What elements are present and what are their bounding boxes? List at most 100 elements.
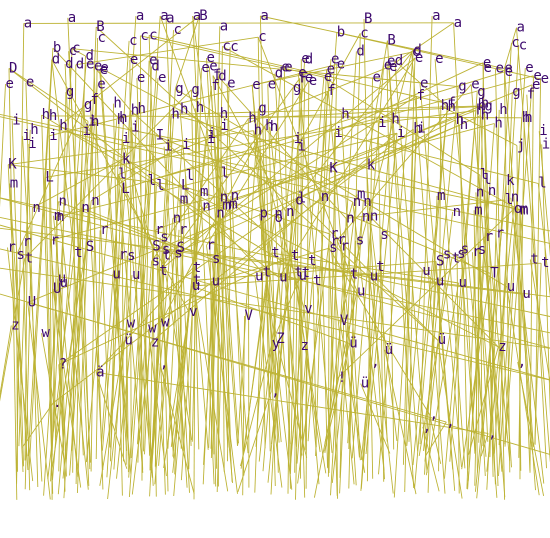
letter-glyph: c bbox=[140, 28, 148, 44]
letter-glyph: m bbox=[520, 201, 528, 217]
letter-glyph: F bbox=[300, 70, 308, 86]
letter-glyph: m bbox=[357, 186, 365, 202]
letter-glyph: i bbox=[182, 137, 190, 153]
letter-glyph: h bbox=[494, 116, 502, 132]
letter-glyph: m bbox=[520, 202, 528, 218]
letter-glyph: d bbox=[413, 42, 421, 58]
letter-glyph: n bbox=[56, 209, 64, 225]
connection-line bbox=[275, 338, 308, 458]
connection-line bbox=[257, 37, 266, 449]
connection-line bbox=[9, 183, 29, 471]
letter-glyph: u bbox=[112, 266, 120, 282]
connection-line bbox=[210, 197, 221, 449]
connection-line bbox=[47, 253, 75, 480]
connection-line bbox=[461, 273, 491, 470]
letter-glyph: s bbox=[212, 251, 220, 267]
letter-glyph: d bbox=[395, 53, 403, 69]
letter-glyph: i bbox=[397, 125, 405, 141]
letter-glyph: i bbox=[122, 131, 130, 147]
letter-glyph: e bbox=[97, 77, 105, 93]
connection-line bbox=[59, 283, 67, 477]
connection-line bbox=[72, 48, 459, 88]
letter-glyph: , bbox=[423, 419, 431, 435]
connection-line bbox=[0, 293, 550, 455]
letter-glyph: g bbox=[66, 84, 74, 100]
connection-line bbox=[337, 84, 472, 241]
letter-glyph: s bbox=[162, 242, 170, 258]
connection-line bbox=[22, 242, 31, 491]
connection-line bbox=[27, 302, 51, 500]
connection-line bbox=[58, 125, 499, 348]
connection-line bbox=[41, 114, 54, 494]
connection-line bbox=[0, 113, 550, 232]
letter-glyph: e bbox=[284, 60, 292, 76]
connection-line bbox=[143, 66, 152, 452]
letter-glyph: k bbox=[367, 158, 376, 174]
letter-glyph: m bbox=[222, 198, 230, 214]
connection-line bbox=[315, 91, 328, 457]
letter-glyph: T bbox=[490, 265, 499, 281]
connection-line bbox=[295, 77, 306, 500]
connection-line bbox=[95, 230, 101, 460]
letter-glyph: e bbox=[301, 51, 309, 67]
letter-glyph: V bbox=[245, 308, 254, 324]
connection-line bbox=[174, 15, 200, 90]
connection-line bbox=[510, 197, 545, 484]
connection-line bbox=[435, 261, 456, 491]
connection-line bbox=[8, 130, 254, 166]
letter-glyph: e bbox=[94, 58, 102, 74]
letter-glyph: c bbox=[98, 30, 106, 46]
connection-line bbox=[80, 207, 91, 470]
connection-line bbox=[414, 106, 448, 490]
letter-glyph: f bbox=[213, 68, 221, 84]
letter-glyph: l bbox=[538, 176, 546, 192]
connection-line bbox=[378, 110, 477, 124]
connection-line bbox=[440, 105, 518, 146]
letter-glyph: n bbox=[286, 204, 294, 220]
letter-glyph: w bbox=[148, 321, 157, 337]
letter-glyph: e bbox=[305, 70, 313, 86]
letter-glyph: e bbox=[389, 59, 397, 75]
connection-line bbox=[151, 246, 157, 497]
letter-glyph: a bbox=[432, 8, 440, 24]
letter-glyph: t bbox=[25, 250, 33, 266]
letter-glyph: h bbox=[220, 106, 228, 122]
letter-glyph: , bbox=[271, 384, 279, 400]
letter-glyph: g bbox=[477, 84, 485, 100]
connection-line bbox=[211, 259, 234, 484]
connection-line bbox=[126, 323, 129, 473]
letter-glyph: a bbox=[160, 8, 168, 24]
letter-glyph: n bbox=[353, 194, 361, 210]
connection-line bbox=[8, 68, 89, 122]
letter-glyph: d bbox=[86, 48, 94, 64]
letter-glyph: e bbox=[130, 52, 138, 68]
letter-glyph: f bbox=[448, 96, 456, 112]
letter-glyph: b bbox=[337, 25, 345, 41]
letter-glyph: e bbox=[337, 56, 345, 72]
letter-glyph: e bbox=[309, 73, 317, 89]
letter-glyph: a bbox=[68, 10, 76, 26]
letter-glyph: n bbox=[32, 200, 40, 216]
letter-glyph: h bbox=[448, 99, 456, 115]
letter-glyph: t bbox=[295, 265, 303, 281]
connection-line bbox=[312, 281, 317, 448]
letter-glyph: h bbox=[49, 108, 57, 124]
letter-glyph: u bbox=[507, 279, 515, 295]
connection-line bbox=[0, 197, 550, 317]
letter-glyph: t bbox=[159, 263, 167, 279]
letter-glyph: g bbox=[484, 98, 492, 114]
connection-line bbox=[175, 88, 508, 288]
letter-glyph: y bbox=[272, 336, 280, 352]
letter-glyph: n bbox=[362, 209, 370, 225]
connection-line bbox=[388, 22, 454, 68]
connection-line bbox=[337, 208, 515, 379]
letter-glyph: e bbox=[86, 57, 94, 73]
letter-glyph: r bbox=[485, 229, 493, 245]
letter-glyph: K bbox=[8, 157, 17, 173]
connection-line bbox=[191, 285, 350, 344]
connection-line bbox=[75, 131, 84, 485]
connection-line bbox=[0, 325, 12, 398]
letter-glyph: e bbox=[298, 65, 306, 81]
letter-glyph: i bbox=[28, 136, 36, 152]
letter-glyph: r bbox=[8, 240, 16, 256]
